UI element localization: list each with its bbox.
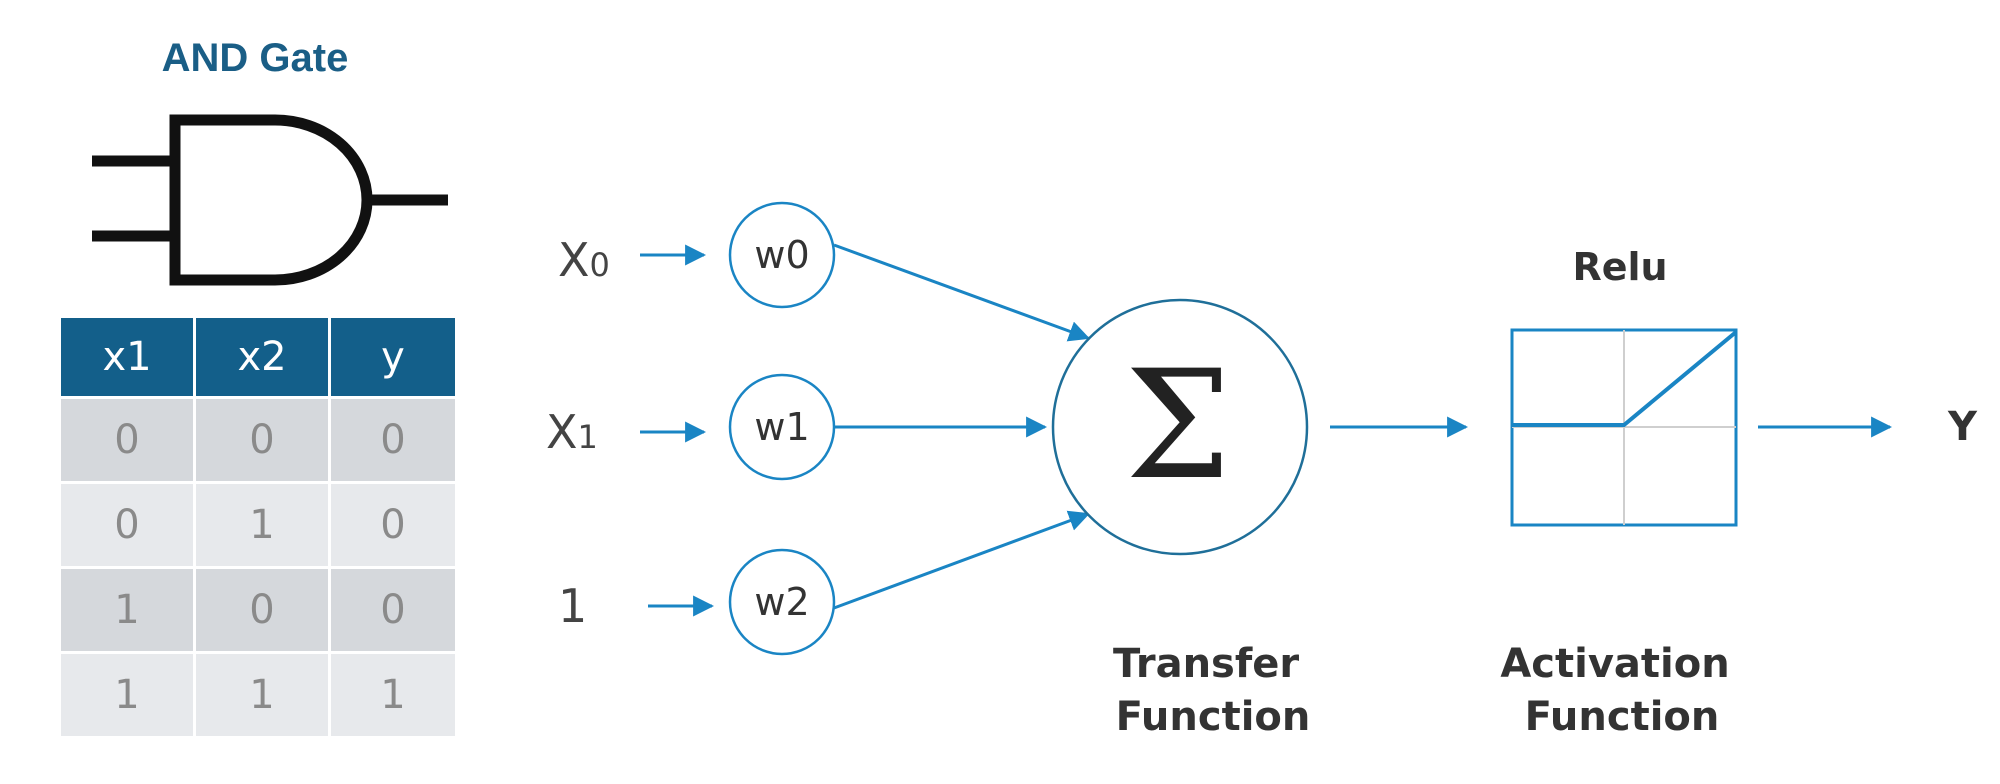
table-cell: 0 [331, 484, 455, 566]
weight-label-w1: w1 [754, 405, 809, 449]
and-gate-symbol [92, 114, 448, 286]
header-x2: x2 [196, 318, 328, 396]
table-cell: 0 [61, 484, 193, 566]
table-cell: 1 [196, 654, 328, 736]
table-cell: 0 [61, 399, 193, 481]
table-cell: 0 [196, 399, 328, 481]
weight-node-w2 [728, 548, 836, 656]
truth-table: x1 x2 y 0 0 0 0 1 0 1 0 0 1 1 1 [58, 315, 458, 739]
table-cell: 0 [331, 399, 455, 481]
activation-function-label: Activation Function [1500, 641, 1743, 740]
truth-table-header: x1 x2 y [61, 318, 455, 396]
header-x1: x1 [61, 318, 193, 396]
table-row: 0 1 0 [61, 484, 455, 566]
input-label-x0: X0 [558, 233, 610, 287]
summation-node [1051, 298, 1309, 556]
table-cell: 1 [196, 484, 328, 566]
table-cell: 0 [331, 569, 455, 651]
output-label: Y [1947, 404, 1978, 450]
and-gate-title: AND Gate [161, 36, 349, 80]
header-y: y [331, 318, 455, 396]
edge-w0-sum [833, 243, 1090, 342]
weight-node-w0 [728, 201, 836, 309]
weight-label-w0: w0 [754, 233, 809, 277]
table-cell: 1 [61, 569, 193, 651]
input-label-x1: X1 [546, 405, 598, 459]
relu-graph [1510, 328, 1738, 527]
transfer-function-label: Transfer Function [1113, 641, 1313, 740]
sigma-icon: Σ [1125, 339, 1231, 513]
edge-w2-sum [833, 510, 1090, 610]
table-cell: 1 [331, 654, 455, 736]
table-row: 1 1 1 [61, 654, 455, 736]
table-row: 1 0 0 [61, 569, 455, 651]
table-cell: 1 [61, 654, 193, 736]
table-row: 0 0 0 [61, 399, 455, 481]
weight-label-w2: w2 [754, 580, 809, 624]
table-cell: 0 [196, 569, 328, 651]
relu-title: Relu [1572, 245, 1667, 289]
input-label-bias: 1 [558, 579, 587, 633]
